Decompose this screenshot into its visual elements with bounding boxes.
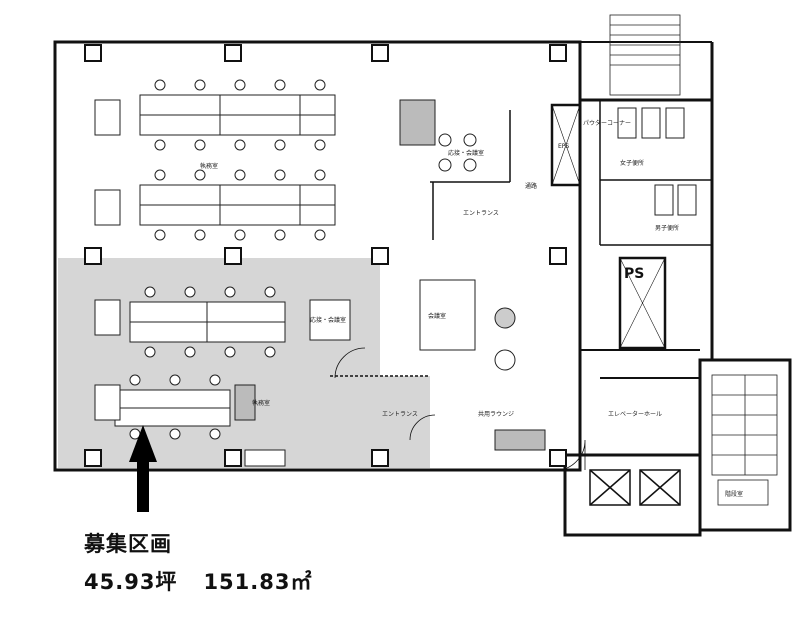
label-stairs: 階段室 — [725, 490, 743, 498]
rental-section-highlight — [58, 258, 430, 468]
elevators — [589, 469, 681, 506]
label-womens-toilet: 女子便所 — [620, 159, 644, 167]
label-entrance-upper: エントランス — [463, 210, 499, 217]
partitions — [330, 100, 712, 471]
area-sqm: 151.83㎡ — [203, 570, 313, 594]
label-meeting-lower: 応接・会議室 — [310, 316, 346, 324]
columns — [84, 44, 567, 467]
label-elevator-hall: エレベーターホール — [608, 410, 662, 418]
outer-walls — [53, 40, 792, 537]
desk-rows — [94, 94, 546, 467]
label-powder-corner: パウダーコーナー — [583, 119, 631, 127]
section-area: 45.93坪 151.83㎡ — [84, 566, 338, 596]
label-office-lower: 執務室 — [252, 399, 270, 407]
label-mens-toilet: 男子便所 — [655, 224, 679, 232]
label-eps: EPS — [558, 143, 569, 150]
chairs — [129, 79, 516, 440]
label-office-upper: 執務室 — [200, 162, 218, 170]
stairs — [609, 14, 778, 506]
label-entrance-lower: エントランス — [382, 411, 418, 418]
label-meeting-center: 会議室 — [428, 312, 446, 320]
arrow-up-icon — [129, 425, 157, 512]
label-lounge: 共用ラウンジ — [478, 410, 514, 418]
toilet-stalls — [617, 107, 697, 216]
label-ps: PS — [624, 266, 644, 282]
area-tsubo: 45.93坪 — [84, 570, 178, 594]
label-meeting-upper: 応接・会議室 — [448, 149, 484, 157]
section-title: 募集区画 — [84, 532, 172, 556]
label-corridor: 通路 — [525, 182, 537, 190]
